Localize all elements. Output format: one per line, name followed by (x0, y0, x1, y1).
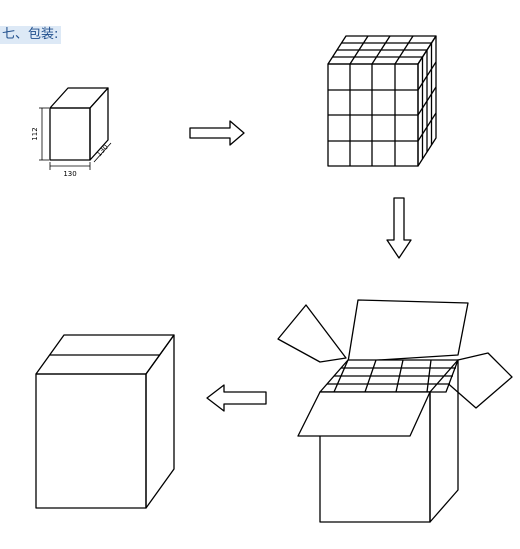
arrow-left-icon (206, 384, 267, 412)
width-label: 130 (63, 170, 76, 178)
arrow-right-icon (189, 120, 245, 146)
sealed-carton (35, 334, 175, 509)
depth-label: 130 (95, 143, 110, 158)
arrow-down-icon (386, 197, 412, 259)
open-carton (277, 299, 513, 523)
section-title: 七、包装: (0, 26, 62, 44)
single-box: 112 130 130 (31, 87, 112, 178)
box-stack (327, 35, 437, 167)
height-label: 112 (31, 127, 39, 140)
